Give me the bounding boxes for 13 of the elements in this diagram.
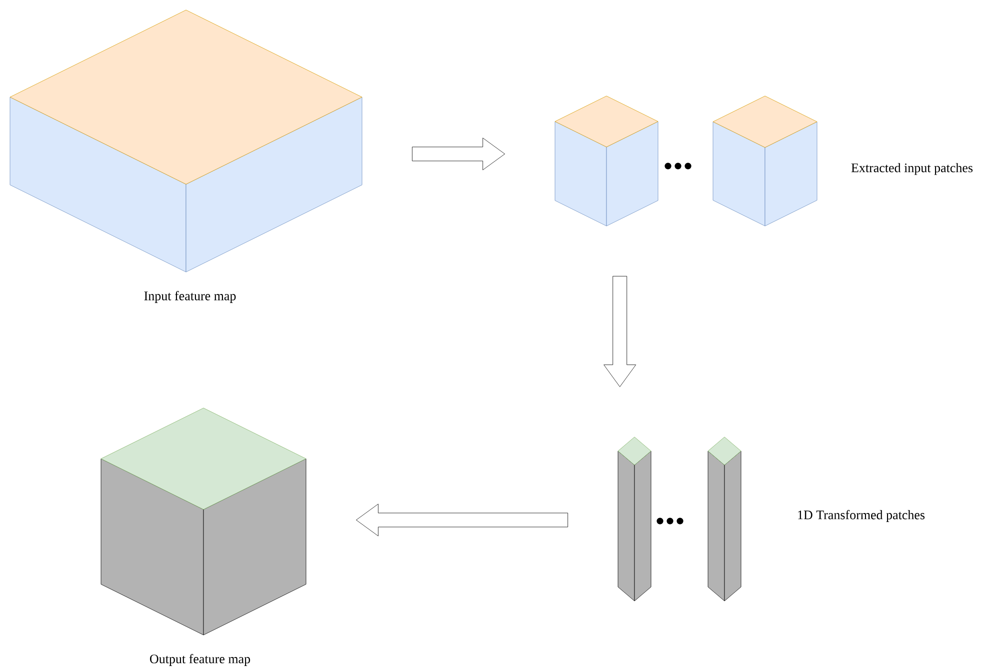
label-text: Extracted input patches [851, 163, 973, 175]
block-arrow [604, 276, 636, 387]
label-text: 1D Transformed patches [798, 510, 925, 522]
bar-drawing [618, 436, 652, 602]
block-arrow [356, 504, 568, 536]
cube-drawing [712, 96, 818, 226]
bar-drawing [708, 436, 742, 602]
cube-drawing [10, 10, 362, 272]
cube-drawing [100, 408, 306, 636]
block-arrow [412, 138, 505, 170]
node-caption: Output feature map [150, 654, 250, 666]
cube-drawing [554, 96, 658, 226]
node-caption: Input feature map [144, 291, 236, 303]
